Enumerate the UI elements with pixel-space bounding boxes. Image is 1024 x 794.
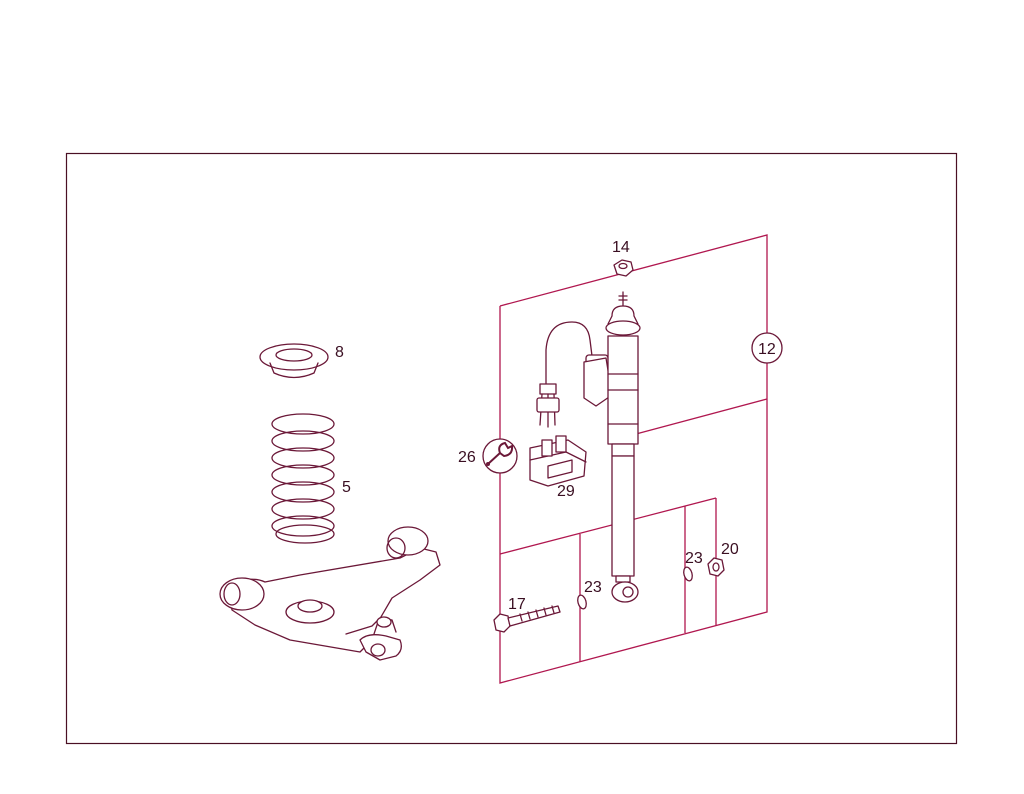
part-20-nut (707, 557, 725, 577)
part-17-bolt (493, 605, 561, 633)
part-14-nut (613, 259, 634, 277)
label-part-5: 5 (342, 479, 351, 496)
part-23-washer-b (683, 566, 693, 582)
label-part-8: 8 (335, 344, 344, 361)
part-12-shock-absorber (605, 291, 641, 603)
reference-lines (499, 234, 768, 684)
control-arm (219, 526, 441, 661)
level-sensor-cable (536, 321, 613, 428)
label-part-17: 17 (508, 596, 526, 613)
part-29-bracket (529, 435, 587, 487)
diagram-frame (65, 152, 958, 745)
part-12-circle (751, 332, 783, 364)
label-part-23-a: 23 (584, 579, 602, 596)
label-part-20: 20 (721, 541, 739, 558)
wrench-icon (482, 438, 518, 474)
label-part-29: 29 (557, 483, 575, 500)
label-part-26: 26 (458, 449, 476, 466)
label-part-14: 14 (612, 239, 630, 256)
part-8-spring-seat (259, 343, 329, 379)
part-5-coil-spring (271, 413, 335, 544)
label-part-12: 12 (758, 341, 776, 358)
label-part-23-b: 23 (685, 550, 703, 567)
part-23-washer-a (577, 594, 587, 610)
